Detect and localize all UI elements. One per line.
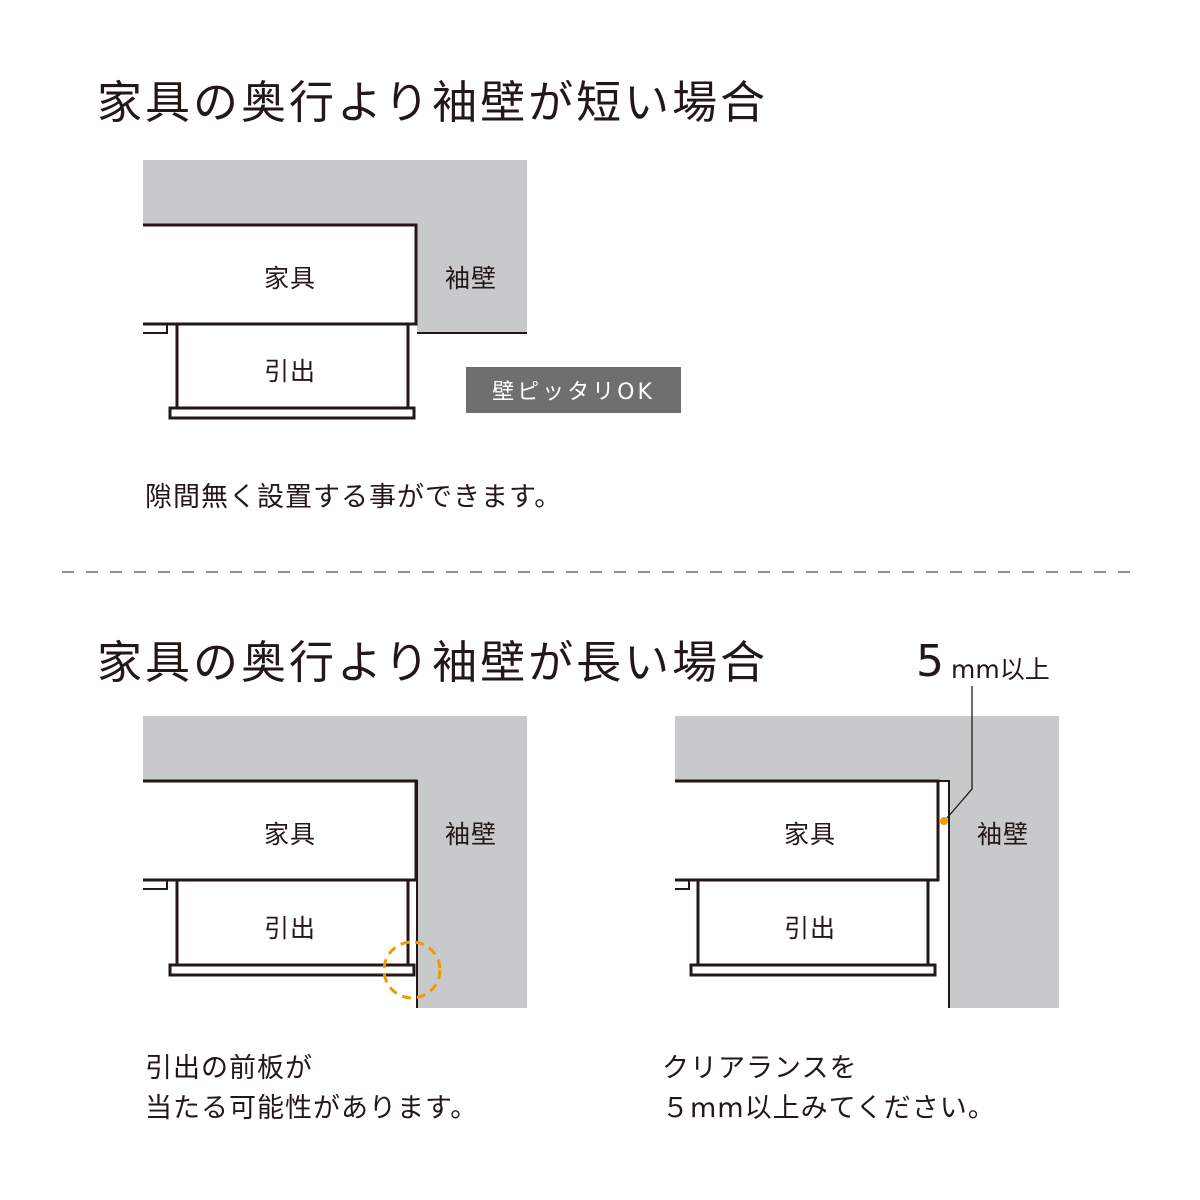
wall-shape [143, 160, 527, 333]
clearance-caption-line2: ５mm以上みてください。 [662, 1093, 996, 1124]
clearance-leader-line [946, 686, 973, 819]
fit-ok-badge: 壁ピッタリOK [466, 367, 681, 413]
wall-label: 袖壁 [976, 820, 1030, 849]
section1-title: 家具の奥行より袖壁が短い場合 [97, 76, 769, 129]
collision-highlight-circle [382, 940, 442, 1000]
clearance-unit: mm以上 [951, 655, 1050, 684]
furniture-foot [143, 324, 168, 334]
section2-title: 家具の奥行より袖壁が長い場合 [97, 636, 769, 689]
wall-label: 袖壁 [444, 820, 498, 849]
section1-caption: 隙間無く設置する事ができます。 [145, 482, 563, 513]
diagram-long-wall-collision [143, 716, 527, 1008]
clearance-marker-dot [940, 817, 948, 825]
drawer-label: 引出 [263, 914, 317, 943]
drawer-front-plate [168, 406, 416, 420]
drawer-label: 引出 [263, 357, 317, 386]
furniture-label: 家具 [263, 264, 317, 293]
furniture-label: 家具 [783, 820, 837, 849]
clearance-number: 5 [916, 636, 944, 687]
diagram-long-wall-clearance [675, 686, 1059, 1008]
diagram-short-wall [143, 160, 527, 420]
furniture-body [143, 224, 417, 324]
collision-caption-line1: 引出の前板が [145, 1053, 313, 1084]
wall-label: 袖壁 [444, 264, 498, 293]
drawer-label: 引出 [783, 914, 837, 943]
furniture-label: 家具 [263, 820, 317, 849]
collision-caption-line2: 当たる可能性があります。 [145, 1093, 479, 1124]
clearance-caption-line1: クリアランスを [662, 1053, 858, 1084]
